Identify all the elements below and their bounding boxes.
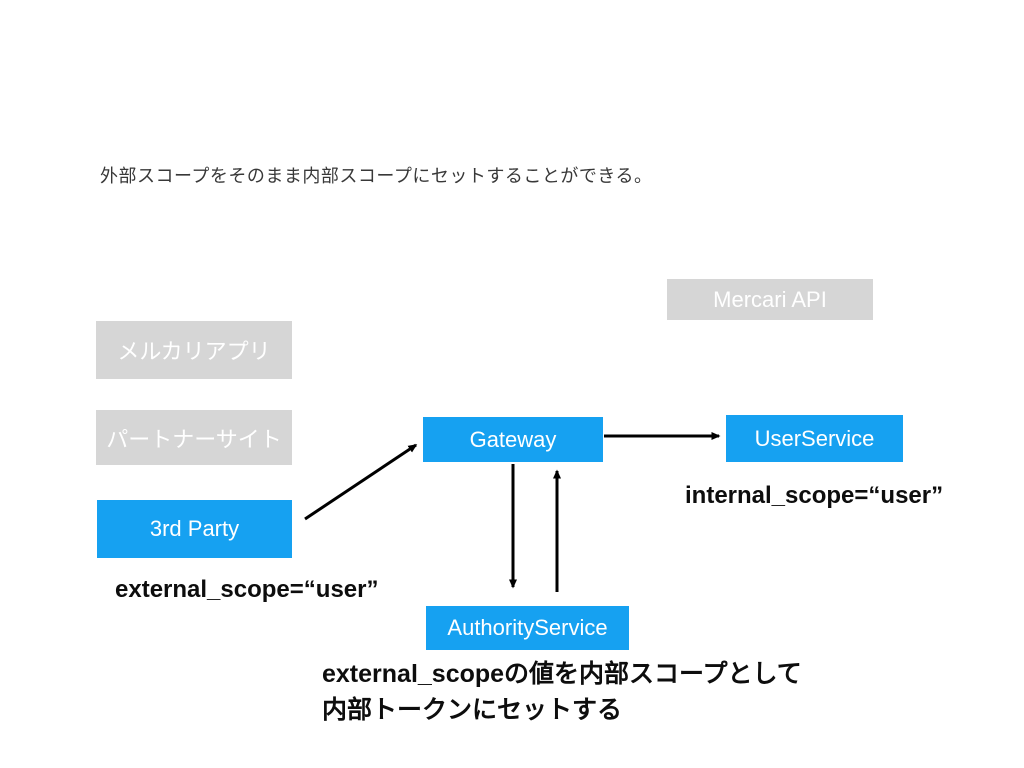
slide-heading: 外部スコープをそのまま内部スコープにセットすることができる。 [100, 166, 653, 186]
annotation-external-scope: external_scope=“user” [115, 576, 379, 603]
node-mercari-api: Mercari API [667, 279, 873, 320]
edge-thirdparty-to-gateway [304, 443, 418, 521]
node-third-party-label: 3rd Party [149, 516, 240, 541]
node-mercari-app: メルカリアプリ [96, 321, 292, 379]
node-gateway: Gateway [423, 417, 603, 462]
annotation-note: external_scopeの値を内部スコープとして 内部トークンにセットする [322, 656, 802, 728]
node-third-party: 3rd Party [97, 500, 292, 558]
annotation-internal-scope: internal_scope=“user” [685, 482, 944, 509]
node-mercari-app-label: メルカリアプリ [117, 339, 271, 364]
annotation-note-line2: 内部トークンにセットする [322, 696, 623, 724]
node-user-service-label: UserService [754, 425, 875, 451]
node-partner-site: パートナーサイト [96, 410, 292, 465]
node-mercari-api-label: Mercari API [713, 286, 827, 312]
node-authority-service: AuthorityService [426, 606, 629, 650]
node-gateway-label: Gateway [469, 426, 557, 452]
node-partner-site-label: パートナーサイト [106, 426, 282, 452]
annotation-note-line1: external_scopeの値を内部スコープとして [322, 660, 802, 688]
node-authority-service-label: AuthorityService [447, 615, 608, 640]
node-user-service: UserService [726, 415, 903, 462]
